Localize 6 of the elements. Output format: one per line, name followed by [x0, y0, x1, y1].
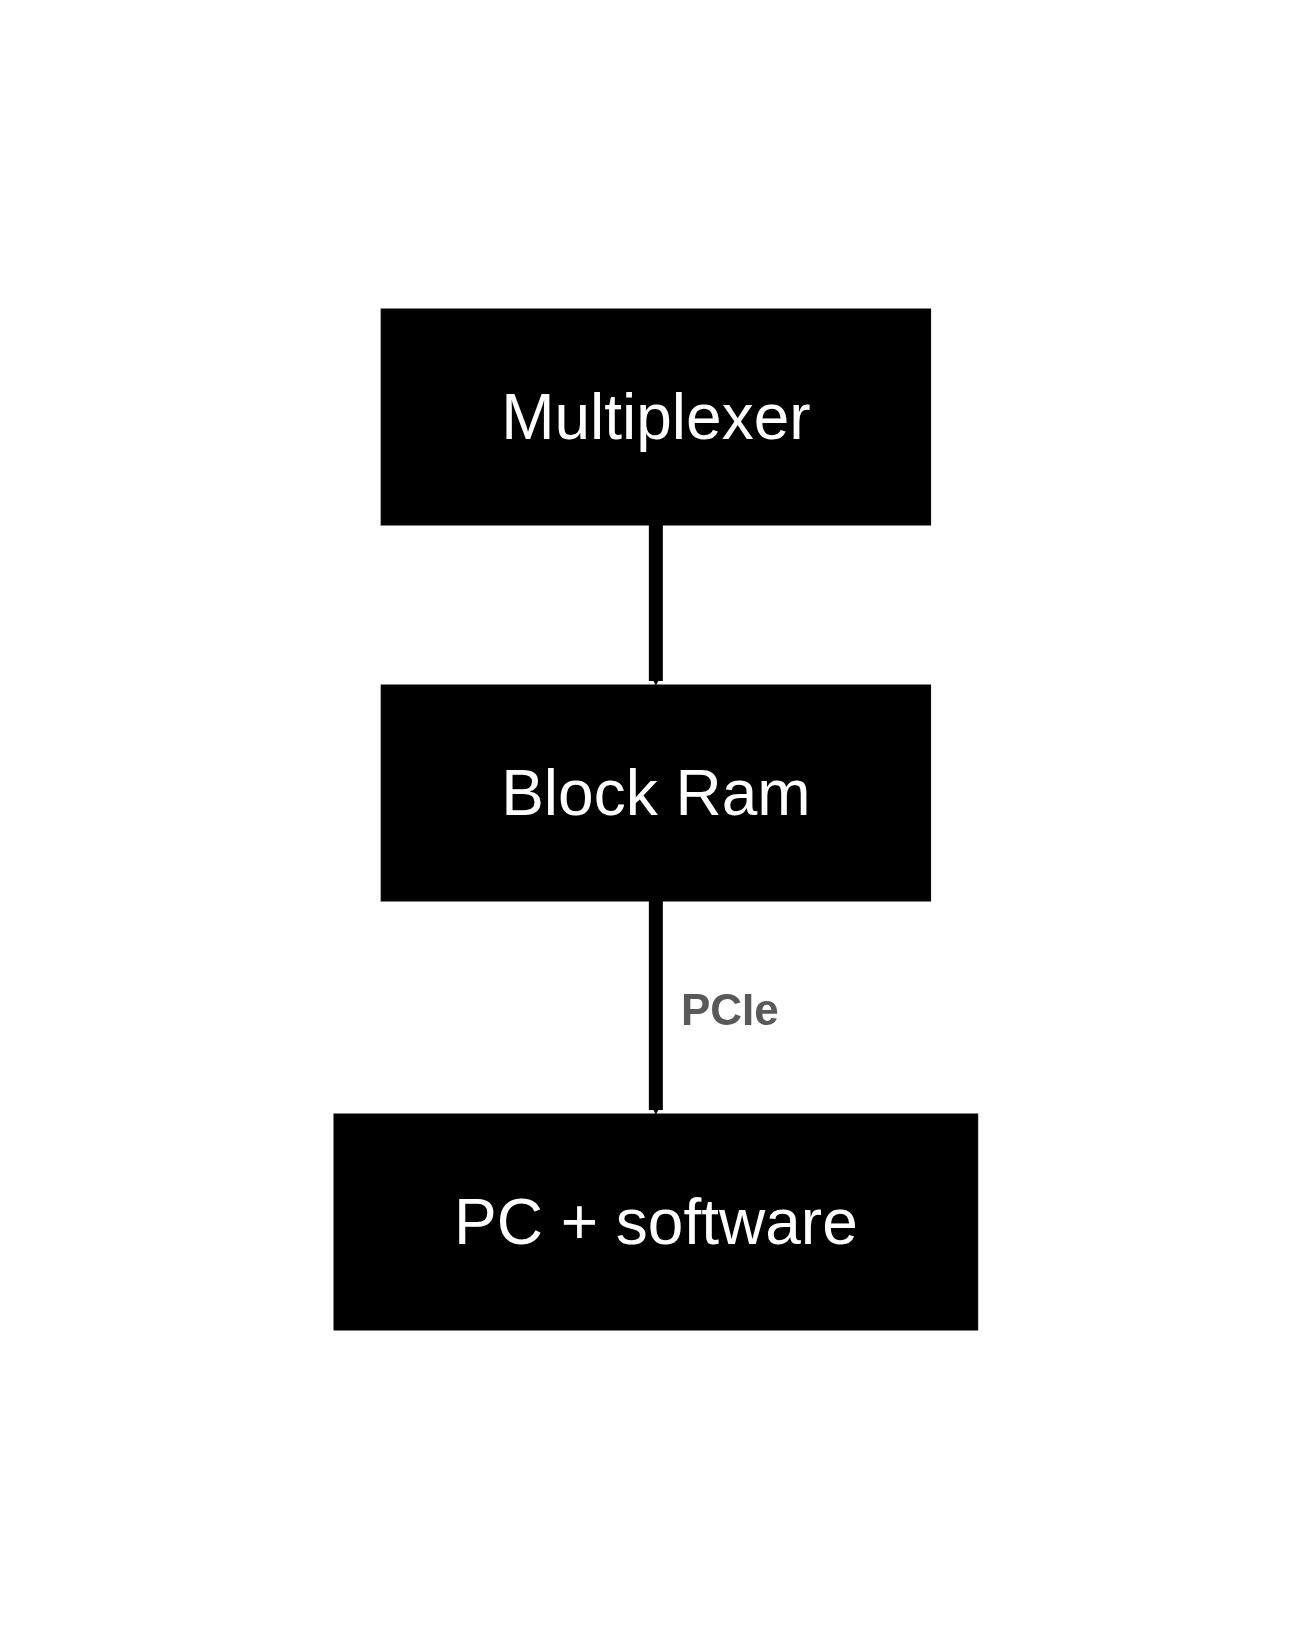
node-box: PC + software — [333, 1113, 978, 1331]
edge-label: PCIe — [680, 985, 779, 1034]
node-box: Block Ram — [380, 684, 931, 902]
arrow — [648, 525, 663, 686]
arrow — [648, 901, 663, 1115]
node-box: Multiplexer — [380, 308, 931, 526]
